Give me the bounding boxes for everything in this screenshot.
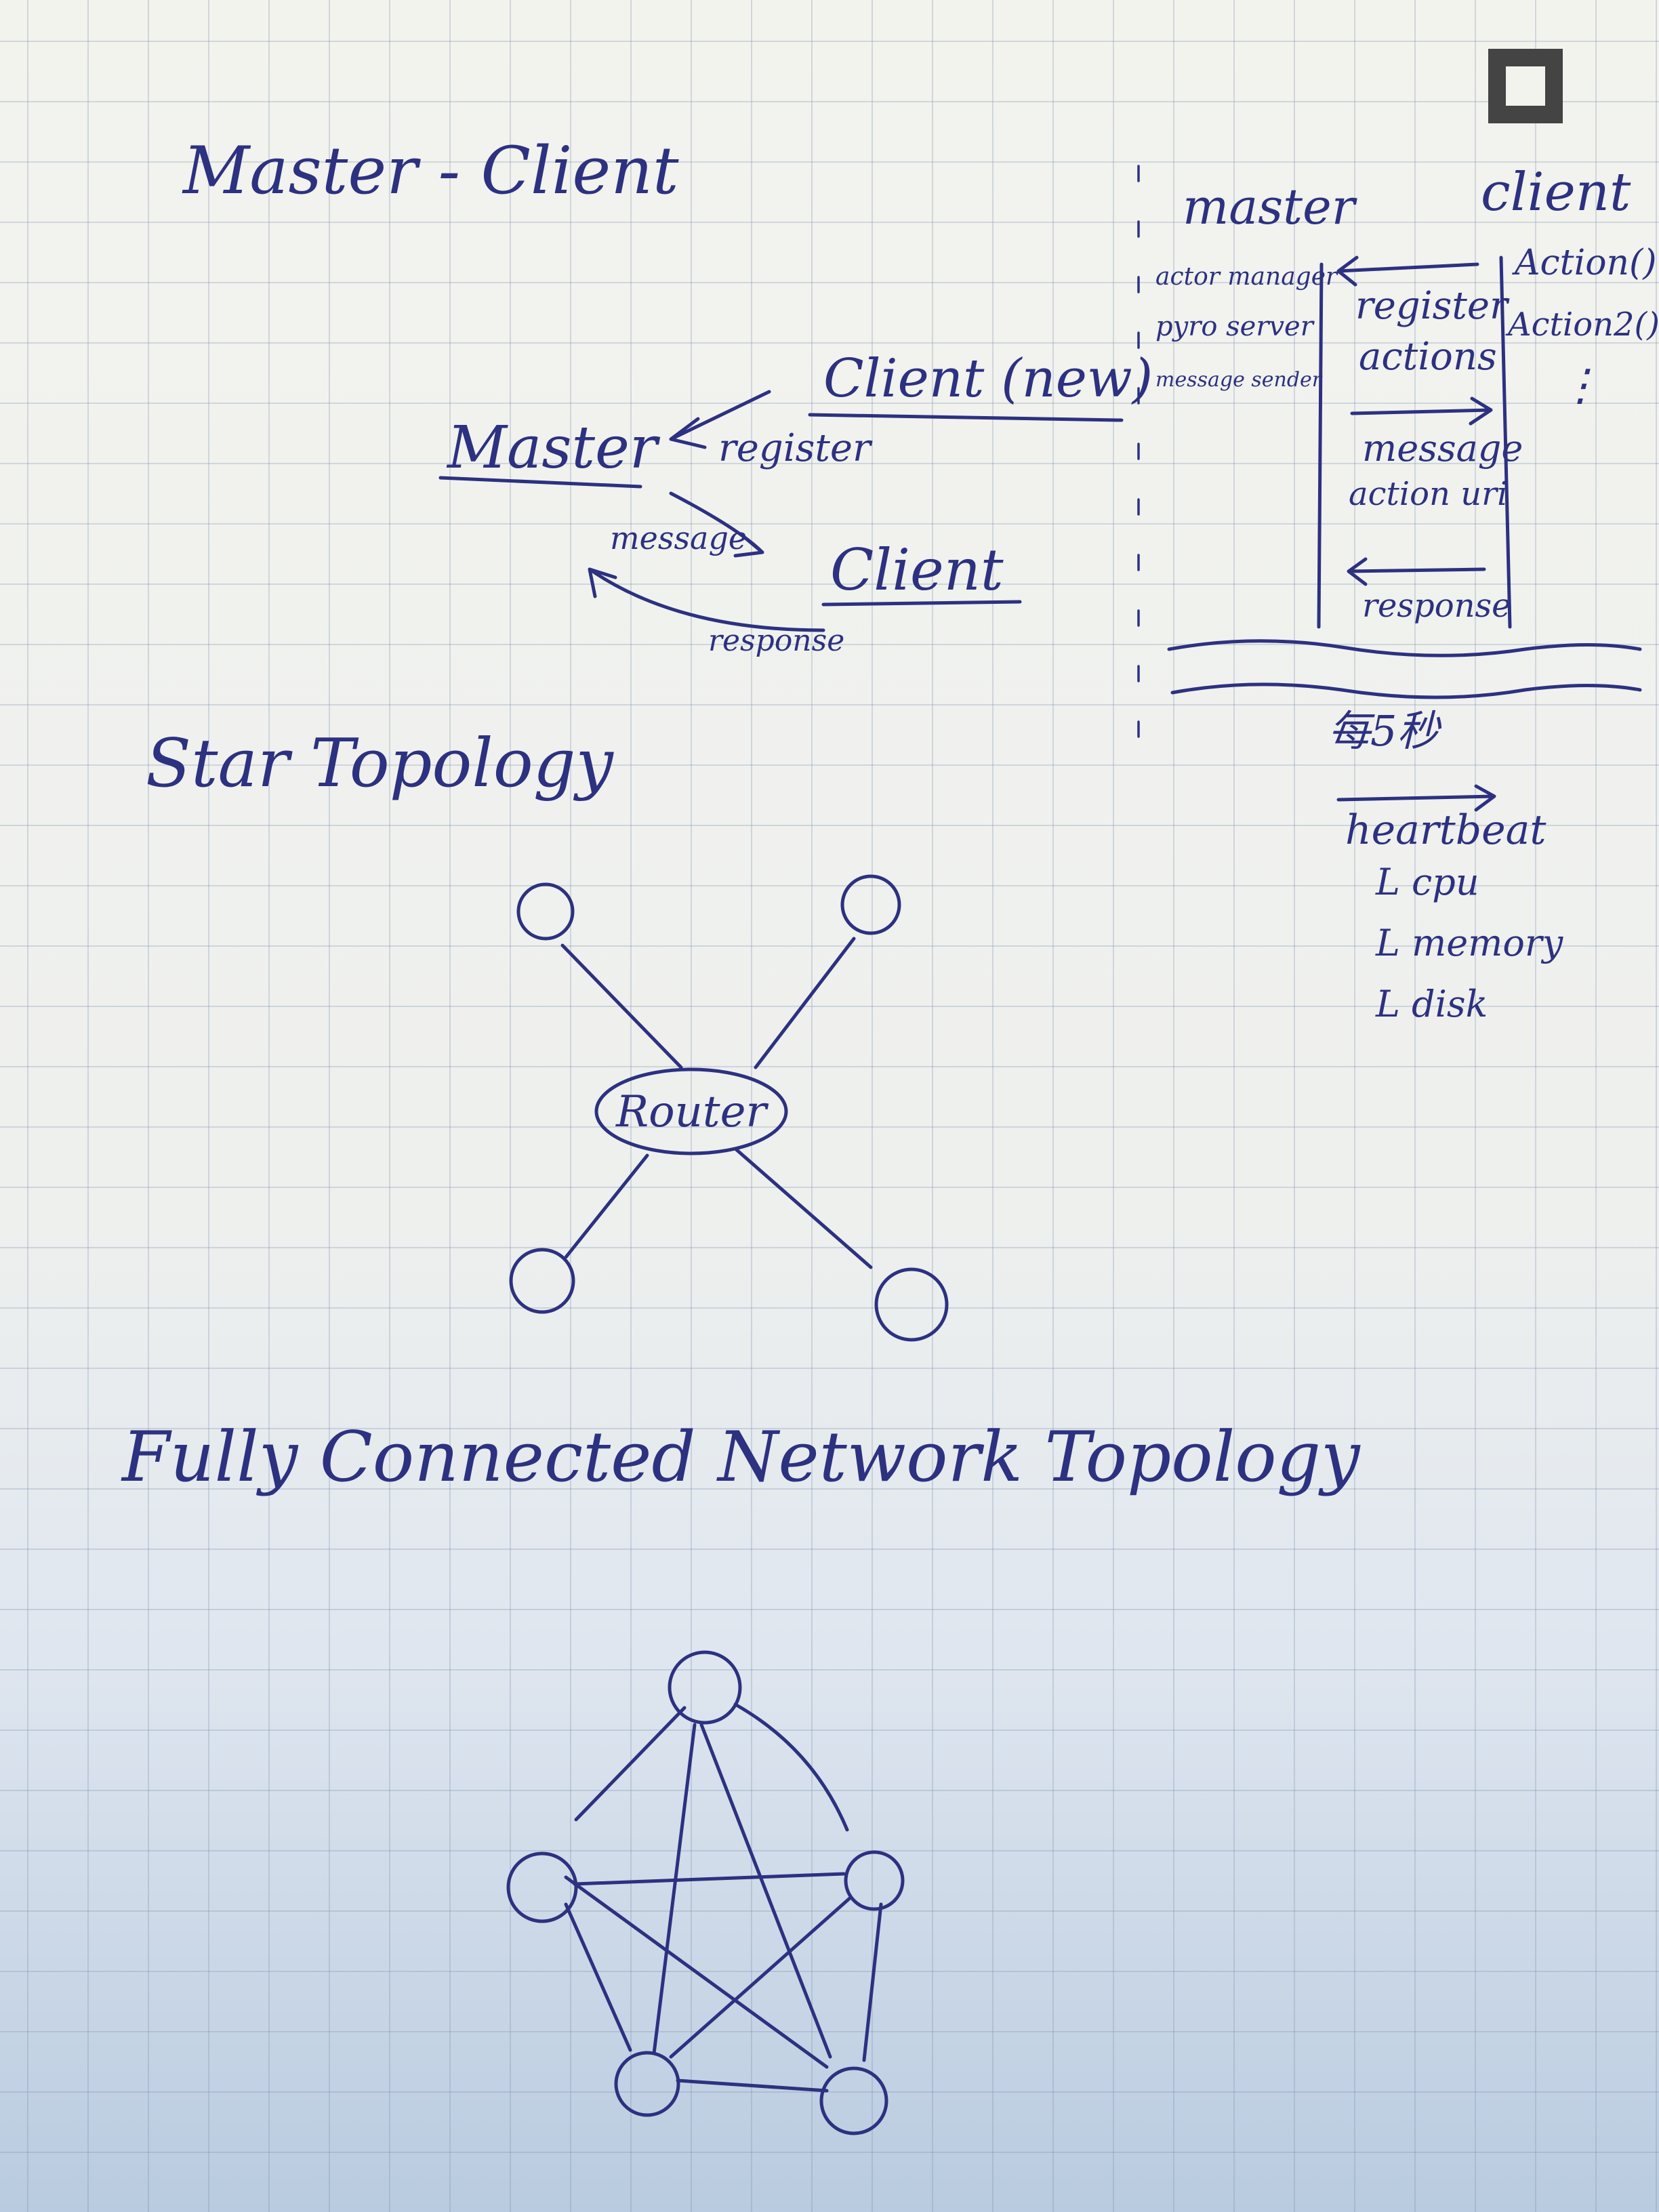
client-item-more: ⋮ [1559, 361, 1602, 411]
section-title-master-client: Master - Client [182, 133, 679, 209]
mesh-edge-a-c [733, 1702, 849, 1832]
star-edge-bottom-left [564, 1153, 649, 1259]
heartbeat-disk: L disk [1375, 983, 1488, 1025]
master-lifeline [1317, 262, 1324, 629]
mesh-edge-b-c [573, 1872, 846, 1886]
heartbeat-memory: L memory [1375, 922, 1564, 964]
label-response-seq: response [1362, 587, 1511, 625]
star-edge-top-left [560, 943, 683, 1069]
label-master: Master [446, 414, 661, 482]
label-interval: 每5秒 [1328, 706, 1441, 756]
underline-client [821, 600, 1022, 607]
heartbeat-cpu: L cpu [1375, 861, 1479, 903]
arrow-message [669, 491, 764, 558]
master-item-pyro-server: pyro server [1155, 311, 1315, 342]
label-register-seq: register [1355, 284, 1510, 328]
label-client: Client [830, 537, 1004, 603]
label-client-new: Client (new) [823, 348, 1153, 409]
mesh-node-bottom-left [614, 2051, 680, 2117]
arrow-register [669, 390, 771, 449]
mesh-node-right [844, 1850, 905, 1911]
mesh-edge-a-d [652, 1723, 697, 2055]
section-title-fully-connected: Fully Connected Network Topology [121, 1417, 1361, 1498]
mesh-edge-d-e [676, 2078, 829, 2093]
corner-square-mark [1488, 49, 1563, 123]
mesh-node-left [506, 1851, 578, 1923]
arrow-heartbeat [1336, 784, 1496, 812]
star-node-top-left [516, 882, 575, 941]
master-item-actor-manager: actor manager [1155, 263, 1338, 291]
sequence-client-header: client [1481, 162, 1631, 223]
star-edge-bottom-right [733, 1147, 873, 1269]
mesh-node-bottom-right [819, 2066, 888, 2135]
label-actions-seq: actions [1359, 335, 1497, 379]
star-node-bottom-left [509, 1248, 575, 1314]
arrow-register-actions [1336, 255, 1479, 287]
mesh-edge-b-d [564, 1902, 632, 2052]
client-item-action2: Action2() [1505, 306, 1659, 344]
router-node [594, 1067, 788, 1155]
label-action-uri-seq: action uri [1349, 475, 1507, 513]
client-item-action: Action() [1512, 243, 1657, 283]
label-heartbeat: heartbeat [1345, 806, 1547, 854]
arrow-response [588, 567, 825, 632]
break-wave-2 [1170, 682, 1642, 699]
master-item-message-sender: message sender [1155, 368, 1323, 392]
star-edge-top-right [754, 937, 856, 1069]
mesh-edge-c-d [669, 1896, 853, 2059]
label-message: message [610, 520, 747, 556]
client-lifeline [1499, 255, 1512, 629]
section-title-star: Star Topology [146, 725, 615, 802]
arrow-message-seq [1350, 396, 1493, 426]
label-response: response [708, 623, 844, 658]
mesh-edge-c-e [862, 1902, 883, 2062]
label-register: register [718, 426, 873, 470]
star-node-bottom-right [874, 1267, 949, 1342]
mesh-edge-b-e [564, 1875, 829, 2069]
underline-client-new [808, 413, 1124, 422]
mesh-edge-a-e [699, 1723, 832, 2059]
sequence-master-header: master [1183, 178, 1357, 235]
star-node-top-right [840, 874, 901, 935]
underline-master [438, 476, 642, 489]
label-message-seq: message [1362, 427, 1523, 470]
arrow-response-seq [1347, 557, 1486, 586]
router-label: Router [615, 1087, 769, 1137]
mesh-node-top [668, 1650, 742, 1725]
mesh-edge-a-b [574, 1706, 687, 1822]
break-wave-1 [1167, 639, 1642, 657]
